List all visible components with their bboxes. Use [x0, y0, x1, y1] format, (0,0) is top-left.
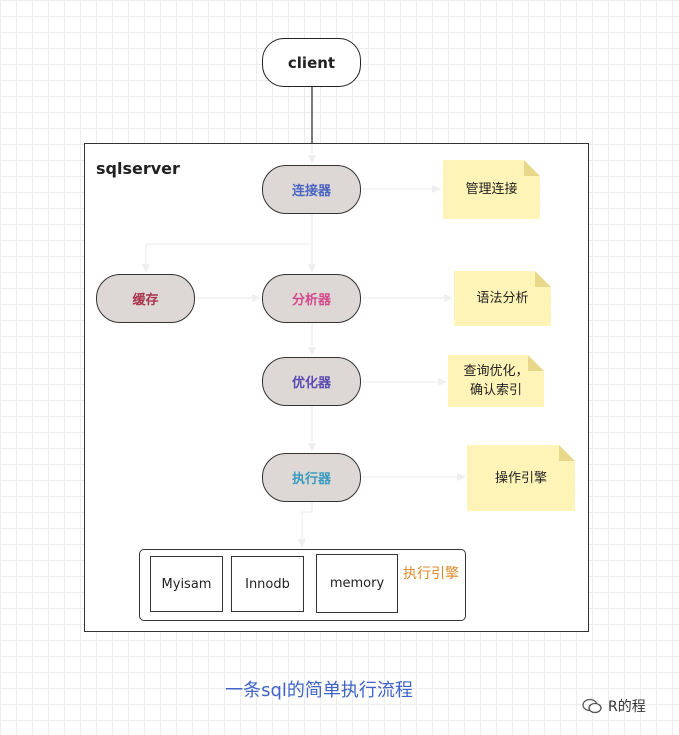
connector-node: 连接器	[262, 165, 361, 214]
client-node: client	[262, 38, 361, 87]
wechat-icon	[582, 698, 602, 714]
note-fold	[535, 271, 551, 287]
engine-memory-label: memory	[329, 576, 385, 591]
optimizer-label: 优化器	[291, 376, 331, 391]
engine-innodb: Innodb	[231, 556, 304, 612]
connector-label: 连接器	[291, 184, 331, 199]
note-engine-op-text: 操作引擎	[494, 470, 547, 486]
executor-node: 执行器	[262, 453, 361, 502]
note-optimize-text: 查询优化， 确认索引	[463, 364, 529, 398]
note-engine-op: 操作引擎	[467, 445, 575, 511]
watermark-text: R的程	[608, 699, 646, 715]
note-syntax: 语法分析	[454, 271, 551, 326]
analyzer-label: 分析器	[291, 293, 331, 308]
note-fold	[524, 160, 540, 176]
note-optimize: 查询优化， 确认索引	[448, 355, 544, 407]
engine-myisam: Myisam	[150, 556, 223, 612]
note-syntax-text: 语法分析	[476, 291, 529, 306]
note-fold	[528, 355, 544, 371]
cache-label: 缓存	[132, 293, 159, 308]
engine-memory: memory	[316, 554, 398, 613]
executor-label: 执行器	[291, 472, 331, 487]
note-connection-text: 管理连接	[465, 182, 518, 197]
watermark: R的程	[582, 696, 646, 716]
engine-myisam-label: Myisam	[161, 576, 212, 592]
engine-innodb-label: Innodb	[245, 576, 290, 592]
diagram-caption: 一条sql的简单执行流程	[225, 680, 413, 701]
engines-label: 执行引擎	[403, 566, 459, 582]
note-fold	[559, 445, 575, 461]
optimizer-node: 优化器	[262, 357, 361, 406]
note-connection: 管理连接	[443, 160, 540, 219]
cache-node: 缓存	[96, 274, 195, 323]
client-label: client	[287, 53, 336, 72]
analyzer-node: 分析器	[262, 274, 361, 323]
sqlserver-label: sqlserver	[96, 159, 180, 178]
